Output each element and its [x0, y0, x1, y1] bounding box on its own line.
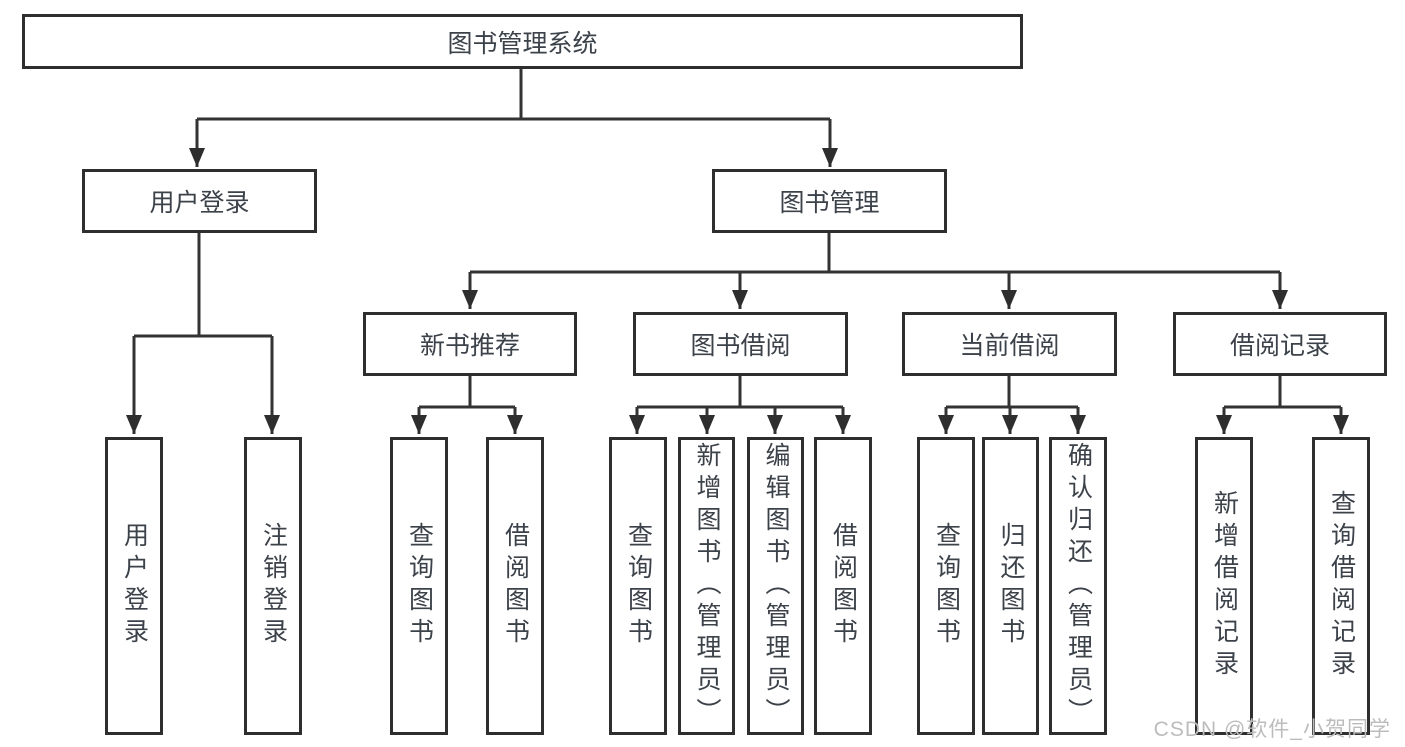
leaf-logout-login-label: 注销登录 — [259, 522, 288, 650]
connector-book-borrow-branch — [629, 376, 851, 434]
leaf-query-borrow-record-label: 查询借阅记录 — [1327, 490, 1356, 682]
node-current-borrow-label: 当前借阅 — [959, 332, 1060, 360]
node-new-book-recommend: 新书推荐 — [363, 312, 577, 376]
leaf-borrow-books-recommend-label: 借阅图书 — [501, 522, 530, 650]
leaf-add-book-admin-label: 新增图书（管理员） — [693, 442, 721, 730]
leaf-confirm-return-admin-label: 确认归还（管理员） — [1064, 442, 1093, 730]
leaf-borrow-books-recommend: 借阅图书 — [486, 437, 544, 735]
leaf-borrow-books: 借阅图书 — [814, 437, 872, 735]
leaf-edit-book-admin-label: 编辑图书（管理员） — [762, 442, 790, 730]
node-book-mgmt: 图书管理 — [712, 169, 947, 233]
node-borrow-records: 借阅记录 — [1173, 312, 1387, 376]
csdn-watermark: CSDN @软件_小贺同学 — [1153, 718, 1391, 741]
connector-new-book-branch — [411, 376, 523, 434]
connector-user-login-branch — [126, 233, 280, 434]
leaf-return-books: 归还图书 — [982, 437, 1039, 735]
leaf-add-borrow-record: 新增借阅记录 — [1195, 437, 1253, 735]
node-book-borrow-label: 图书借阅 — [690, 332, 791, 360]
leaf-edit-book-admin: 编辑图书（管理员） — [747, 437, 804, 735]
leaf-confirm-return-admin: 确认归还（管理员） — [1049, 437, 1107, 735]
node-book-borrow: 图书借阅 — [633, 312, 848, 376]
connector-borrow-records-branch — [1216, 376, 1349, 434]
node-borrow-records-label: 借阅记录 — [1229, 332, 1330, 360]
leaf-user-login: 用户登录 — [105, 437, 163, 735]
leaf-add-borrow-record-label: 新增借阅记录 — [1210, 490, 1239, 682]
leaf-user-login-label: 用户登录 — [120, 522, 149, 650]
leaf-query-books-borrow: 查询图书 — [609, 437, 667, 735]
leaf-query-books-recommend: 查询图书 — [390, 437, 448, 735]
node-user-login: 用户登录 — [82, 169, 317, 233]
node-root: 图书管理系统 — [22, 14, 1023, 69]
leaf-query-books-current-label: 查询图书 — [932, 522, 961, 650]
connector-book-mgmt-branch — [462, 233, 1288, 309]
leaf-return-books-label: 归还图书 — [997, 522, 1025, 650]
leaf-query-borrow-record: 查询借阅记录 — [1312, 437, 1370, 735]
leaf-borrow-books-label: 借阅图书 — [829, 522, 858, 650]
leaf-add-book-admin: 新增图书（管理员） — [678, 437, 735, 735]
node-root-label: 图书管理系统 — [447, 29, 598, 58]
node-book-mgmt-label: 图书管理 — [779, 189, 880, 217]
node-current-borrow: 当前借阅 — [902, 312, 1117, 376]
connector-current-borrow-branch — [938, 376, 1086, 434]
leaf-query-books-recommend-label: 查询图书 — [405, 522, 434, 650]
leaf-logout-login: 注销登录 — [244, 437, 302, 735]
leaf-query-books-current: 查询图书 — [917, 437, 975, 735]
connector-root-branch — [189, 68, 838, 167]
node-new-book-recommend-label: 新书推荐 — [419, 332, 520, 360]
node-user-login-label: 用户登录 — [149, 189, 250, 217]
leaf-query-books-borrow-label: 查询图书 — [624, 522, 653, 650]
